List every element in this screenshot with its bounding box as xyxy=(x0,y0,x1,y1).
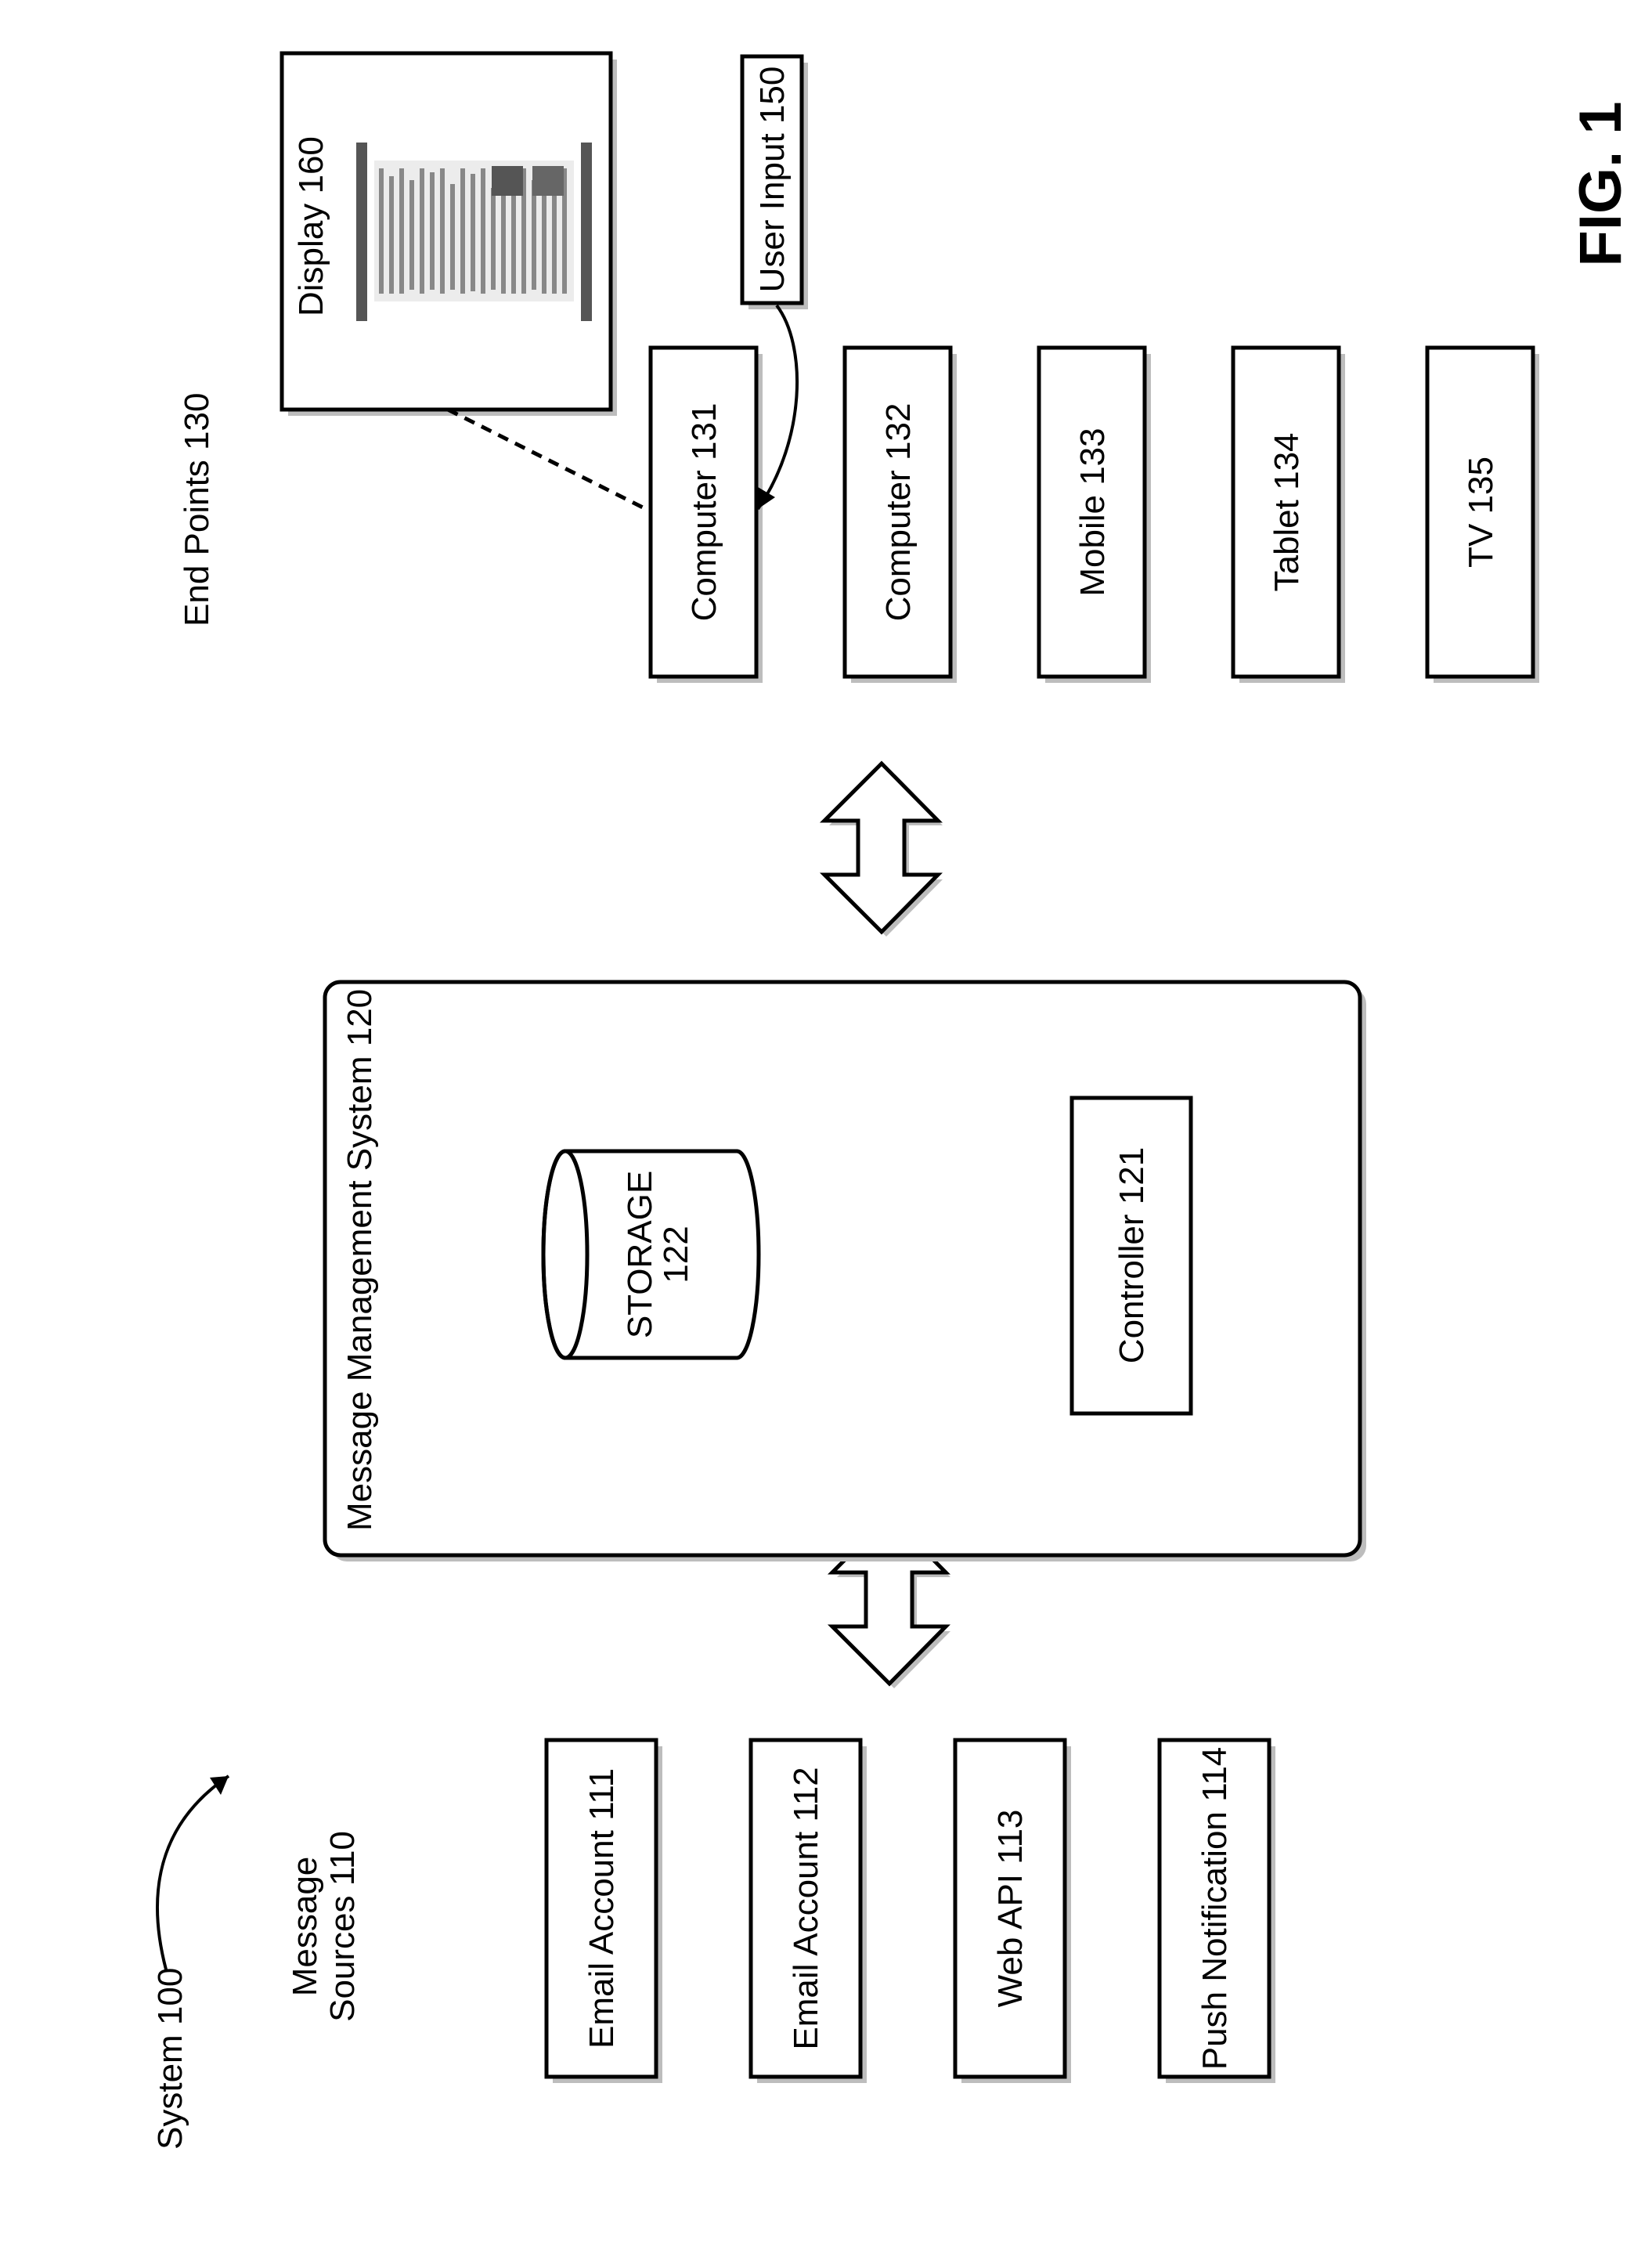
double-arrow-mms-endpoints-icon xyxy=(824,764,943,937)
user-input-box: User Input 150 xyxy=(742,56,808,309)
controller-box: Controller 121 xyxy=(1072,1098,1191,1413)
display-label: Display 160 xyxy=(292,136,330,316)
system-arrow-head-icon xyxy=(210,1776,229,1795)
storage-label-line1: STORAGE xyxy=(621,1171,659,1338)
endpoint-label-mobile-133: Mobile 133 xyxy=(1073,428,1112,596)
endpoint-box-tv-135: TV 135 xyxy=(1427,348,1539,683)
system-arrow xyxy=(157,1776,229,1969)
end-points-title: End Points 130 xyxy=(178,393,216,626)
endpoint-label-computer-131: Computer 131 xyxy=(685,403,723,622)
source-box-email-112: Email Account 112 xyxy=(751,1740,867,2083)
storage-label-line2: 122 xyxy=(657,1226,695,1283)
source-label-email-112: Email Account 112 xyxy=(787,1767,825,2049)
endpoint-box-tablet-134: Tablet 134 xyxy=(1233,348,1345,683)
source-label-push-114: Push Notification 114 xyxy=(1196,1747,1234,2070)
mms-title: Message Management System 120 xyxy=(341,989,379,1531)
display-connector-dashed xyxy=(448,410,649,511)
source-box-web-api-113: Web API 113 xyxy=(955,1740,1071,2083)
endpoint-box-computer-131: Computer 131 xyxy=(651,348,763,683)
controller-label: Controller 121 xyxy=(1113,1147,1151,1363)
source-label-email-111: Email Account 111 xyxy=(583,1768,621,2049)
source-box-email-111: Email Account 111 xyxy=(546,1740,662,2083)
system-label: System 100 xyxy=(151,1968,189,2150)
message-sources-title-line1: Message xyxy=(286,1857,324,1997)
user-input-arrow-head-icon xyxy=(758,487,775,509)
endpoint-label-tablet-134: Tablet 134 xyxy=(1268,432,1306,591)
display-screen-thumbnail xyxy=(356,143,592,321)
figure-label: FIG. 1 xyxy=(1567,101,1634,266)
mms-box: Message Management System 120 xyxy=(325,982,1366,1561)
endpoint-box-mobile-133: Mobile 133 xyxy=(1039,348,1151,683)
endpoint-label-tv-135: TV 135 xyxy=(1462,457,1500,568)
source-label-web-api-113: Web API 113 xyxy=(991,1810,1030,2008)
endpoint-label-computer-132: Computer 132 xyxy=(879,403,918,622)
storage-cylinder: STORAGE 122 xyxy=(543,1151,759,1358)
message-sources-title-line2: Sources 110 xyxy=(323,1831,362,2022)
display-box: Display 160 xyxy=(282,53,617,416)
endpoint-box-computer-132: Computer 132 xyxy=(845,348,957,683)
user-input-arrow xyxy=(758,305,797,509)
source-box-push-114: Push Notification 114 xyxy=(1160,1740,1275,2083)
user-input-label: User Input 150 xyxy=(753,67,792,293)
